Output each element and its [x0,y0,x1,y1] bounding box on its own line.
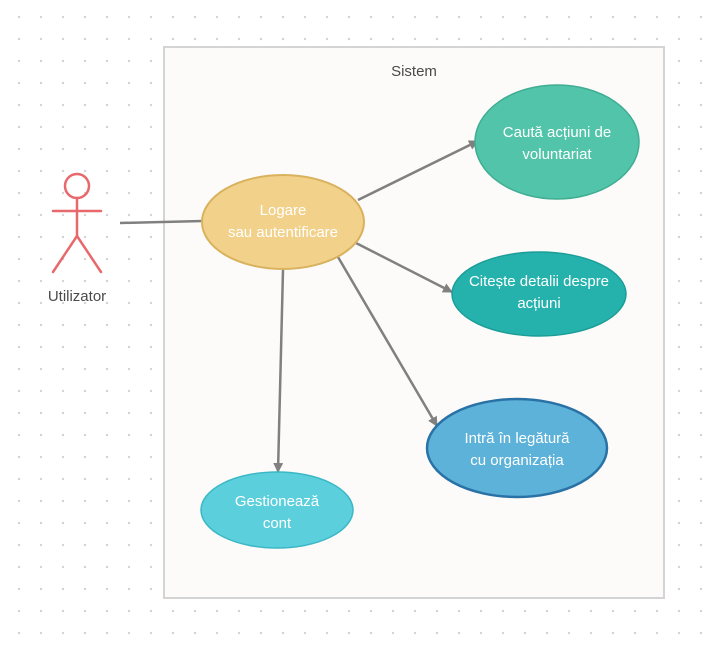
use-case-search[interactable] [474,84,640,200]
system-title: Sistem [391,63,437,80]
use-case-account[interactable] [200,471,354,549]
arrow-login-to-details[interactable] [355,241,453,294]
actor-left-leg [51,234,79,274]
arrow-login-to-account[interactable] [273,269,285,473]
use-case-details[interactable] [451,251,627,337]
use-case-login[interactable] [201,174,365,270]
arrow-login-to-contact[interactable] [336,256,439,427]
actor-stick-figure[interactable] [51,172,103,274]
use-case-contact[interactable] [425,397,609,499]
actor-head [63,172,91,200]
actor-right-leg [75,234,103,274]
arrow-login-to-search[interactable] [357,139,479,202]
actor-label: Utilizator [47,288,107,305]
association-line[interactable] [119,219,204,225]
